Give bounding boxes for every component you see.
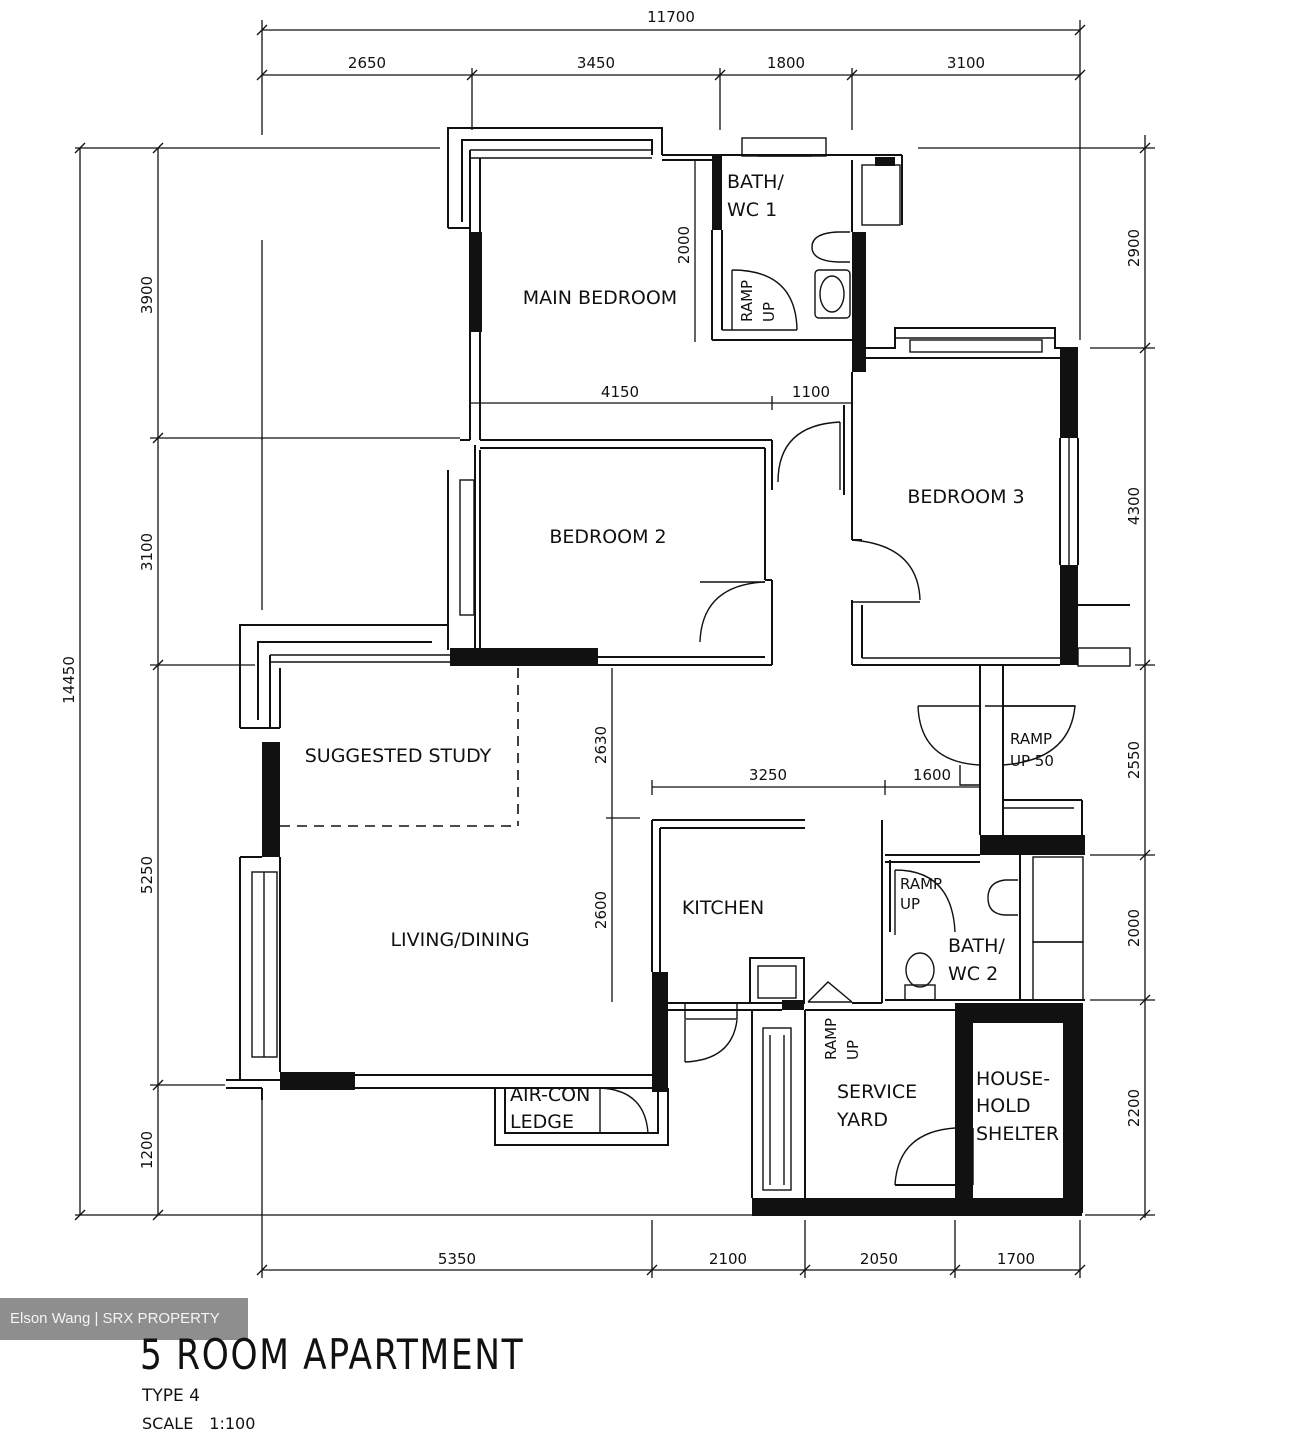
dim-left-4: 1200 (138, 1131, 156, 1169)
plan-scale: SCALE 1:100 (142, 1414, 255, 1433)
room-label-bath1-line1: BATH/ (727, 171, 784, 193)
dim-left-1: 3900 (138, 276, 156, 314)
dim-right-3: 2550 (1125, 741, 1143, 779)
walls (226, 127, 1131, 1216)
ramp-note-bath2-up: UP (900, 895, 920, 913)
ramp-note-service-ramp: RAMP (822, 1018, 840, 1060)
room-label-bedroom2: BEDROOM 2 (549, 526, 666, 548)
dim-kitchen-width: 3250 (749, 766, 787, 784)
plan-type: TYPE 4 (142, 1386, 200, 1406)
ramp-note-bath2-ramp: RAMP (900, 875, 942, 893)
dim-right-4: 2000 (1125, 909, 1143, 947)
room-label-main-bedroom: MAIN BEDROOM (523, 287, 677, 309)
dim-living-lower: 2600 (592, 891, 610, 929)
dim-left-3: 5250 (138, 856, 156, 894)
room-label-aircon-line2: LEDGE (510, 1111, 574, 1133)
ramp-note-bath1-ramp: RAMP (738, 280, 756, 322)
ramp-notes: RAMP UP RAMP UP 50 RAMP UP RAMP UP (738, 280, 1054, 1060)
ramp-note-corridor-ramp: RAMP (1010, 730, 1052, 748)
room-label-shelter-line1: HOUSE- (976, 1068, 1050, 1090)
room-label-bath1-line2: WC 1 (727, 199, 777, 221)
dim-bottom-4: 1700 (997, 1250, 1035, 1268)
ramp-note-service-up: UP (844, 1040, 862, 1060)
room-label-bedroom3: BEDROOM 3 (907, 486, 1024, 508)
room-label-kitchen: KITCHEN (682, 897, 764, 919)
room-label-living: LIVING/DINING (390, 929, 529, 951)
room-label-service-line2: YARD (836, 1109, 888, 1131)
plan-title: 5 ROOM APARTMENT (140, 1330, 525, 1379)
dim-top-1: 2650 (348, 54, 386, 72)
dim-right-2: 4300 (1125, 487, 1143, 525)
dimension-lines (74, 20, 1155, 1278)
room-label-study: SUGGESTED STUDY (305, 745, 492, 767)
dim-living-upper: 2630 (592, 726, 610, 764)
dim-corridor-left: 4150 (601, 383, 639, 401)
room-label-bath2-line2: WC 2 (948, 963, 998, 985)
dim-right-5: 2200 (1125, 1089, 1143, 1127)
dim-right-1: 2900 (1125, 229, 1143, 267)
room-labels: MAIN BEDROOM BATH/ WC 1 BEDROOM 2 BEDROO… (305, 171, 1059, 1145)
dim-left-total: 14450 (60, 656, 78, 704)
dimension-labels: 11700 2650 3450 1800 3100 5350 2100 2050… (60, 8, 1143, 1268)
dim-corridor-right: 1100 (792, 383, 830, 401)
scale-label: SCALE (142, 1414, 194, 1433)
watermark: Elson Wang | SRX PROPERTY (0, 1298, 248, 1340)
dim-top-4: 3100 (947, 54, 985, 72)
room-label-aircon-line1: AIR-CON (510, 1084, 590, 1106)
ramp-note-corridor-up50: UP 50 (1010, 752, 1054, 770)
dim-bottom-1: 5350 (438, 1250, 476, 1268)
dim-top-2: 3450 (577, 54, 615, 72)
room-label-shelter-line3: SHELTER (976, 1123, 1059, 1145)
dim-top-3: 1800 (767, 54, 805, 72)
dim-bottom-2: 2100 (709, 1250, 747, 1268)
dim-top-total: 11700 (647, 8, 695, 26)
dim-bottom-3: 2050 (860, 1250, 898, 1268)
dim-kitchen-right: 1600 (913, 766, 951, 784)
scale-value: 1:100 (209, 1414, 256, 1433)
dim-left-2: 3100 (138, 533, 156, 571)
ramp-note-bath1-up: UP (760, 302, 778, 322)
dim-main-bedroom-depth: 2000 (675, 226, 693, 264)
room-label-bath2-line1: BATH/ (948, 935, 1005, 957)
room-label-shelter-line2: HOLD (976, 1095, 1030, 1117)
room-label-service-line1: SERVICE (837, 1081, 917, 1103)
